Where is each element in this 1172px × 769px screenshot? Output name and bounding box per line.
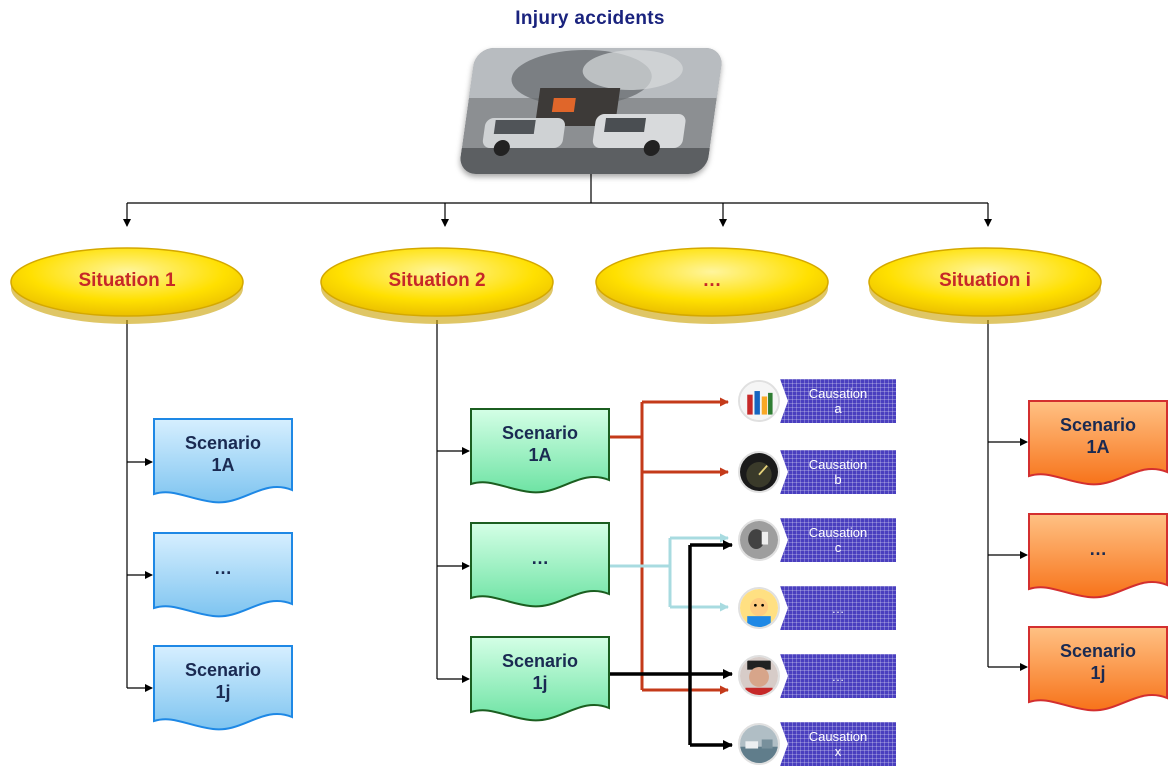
scenario-label: Scenario 1A (1059, 415, 1137, 457)
situation1-branch-lines (126, 320, 153, 692)
scenario-document-shape (1028, 400, 1168, 486)
scenario-col3-1a[interactable]: Scenario 1A (1028, 400, 1168, 486)
scenario-col2-ellipsis[interactable]: … (470, 522, 610, 608)
causation-label: Causation b (780, 450, 896, 494)
situation-label: Situation i (939, 270, 1031, 291)
scenario-1a-causation-links (609, 397, 729, 695)
scenario-label: Scenario 1A (501, 423, 579, 465)
scenario-col1-1a[interactable]: Scenario 1A (153, 418, 293, 504)
situation-ellipse (595, 247, 829, 324)
scenario-document-shape (470, 408, 610, 494)
scenario-col1-ellipsis[interactable]: … (153, 532, 293, 618)
scenario-label: Scenario 1A (184, 433, 262, 475)
accident-photo (458, 48, 724, 174)
situation-ellipse (10, 247, 244, 324)
situation-label: Situation 2 (388, 270, 486, 291)
causation-label: Causation a (780, 379, 896, 423)
situation-label: … (702, 270, 722, 291)
scenario-label: … (214, 558, 232, 578)
scenario-document-shape (470, 636, 610, 722)
scenario-col1-1j[interactable]: Scenario 1j (153, 645, 293, 731)
scenario-col3-1j[interactable]: Scenario 1j (1028, 626, 1168, 712)
causation-label: Causation x (780, 722, 896, 766)
scenario-label: … (1089, 539, 1107, 559)
cartoon-face-icon (738, 587, 780, 629)
scenario-col2-1j[interactable]: Scenario 1j (470, 636, 610, 722)
causation-x[interactable]: Causation x (738, 721, 908, 767)
bottles-icon (738, 380, 780, 422)
scenario-document-shape (1028, 513, 1168, 599)
situation-ellipse (320, 247, 554, 324)
causation-label: Causation c (780, 518, 896, 562)
situation-2[interactable]: Situation 2 (318, 246, 556, 328)
situation-ellipse (868, 247, 1102, 324)
scenario-document-shape (153, 418, 293, 504)
scenario-label: Scenario 1j (1059, 641, 1137, 683)
scenario-document-shape (153, 532, 293, 618)
scenario-label: Scenario 1j (184, 660, 262, 702)
scenario-document-shape (470, 522, 610, 608)
causation-label: … (780, 654, 896, 698)
causation-c[interactable]: Causation c (738, 517, 908, 563)
situation-i-branch-lines (987, 320, 1028, 671)
causation-ellipsis-1[interactable]: … (738, 585, 908, 631)
driver-phone-icon (738, 519, 780, 561)
causation-ellipsis-2[interactable]: … (738, 653, 908, 699)
scenario-document-shape (153, 645, 293, 731)
situation-1[interactable]: Situation 1 (8, 246, 246, 328)
causation-a[interactable]: Causation a (738, 378, 908, 424)
scenario-label: … (531, 548, 549, 568)
scenario-col3-ellipsis[interactable]: … (1028, 513, 1168, 599)
scenario-mid-causation-links (609, 533, 729, 612)
elderly-man-icon (738, 655, 780, 697)
diagram-title: Injury accidents (515, 8, 665, 29)
scenario-col2-1a[interactable]: Scenario 1A (470, 408, 610, 494)
situation-i[interactable]: Situation i (866, 246, 1104, 328)
situation2-branch-lines (436, 320, 470, 683)
top-tree-lines (123, 174, 992, 227)
situation-ellipsis[interactable]: … (593, 246, 831, 328)
scenario-label: Scenario 1j (501, 651, 579, 693)
scenario-1j-causation-links (609, 540, 733, 750)
causation-b[interactable]: Causation b (738, 449, 908, 495)
scenario-document-shape (1028, 626, 1168, 712)
causation-label: … (780, 586, 896, 630)
situation-label: Situation 1 (78, 270, 176, 291)
speedometer-icon (738, 451, 780, 493)
traffic-road-icon (738, 723, 780, 765)
